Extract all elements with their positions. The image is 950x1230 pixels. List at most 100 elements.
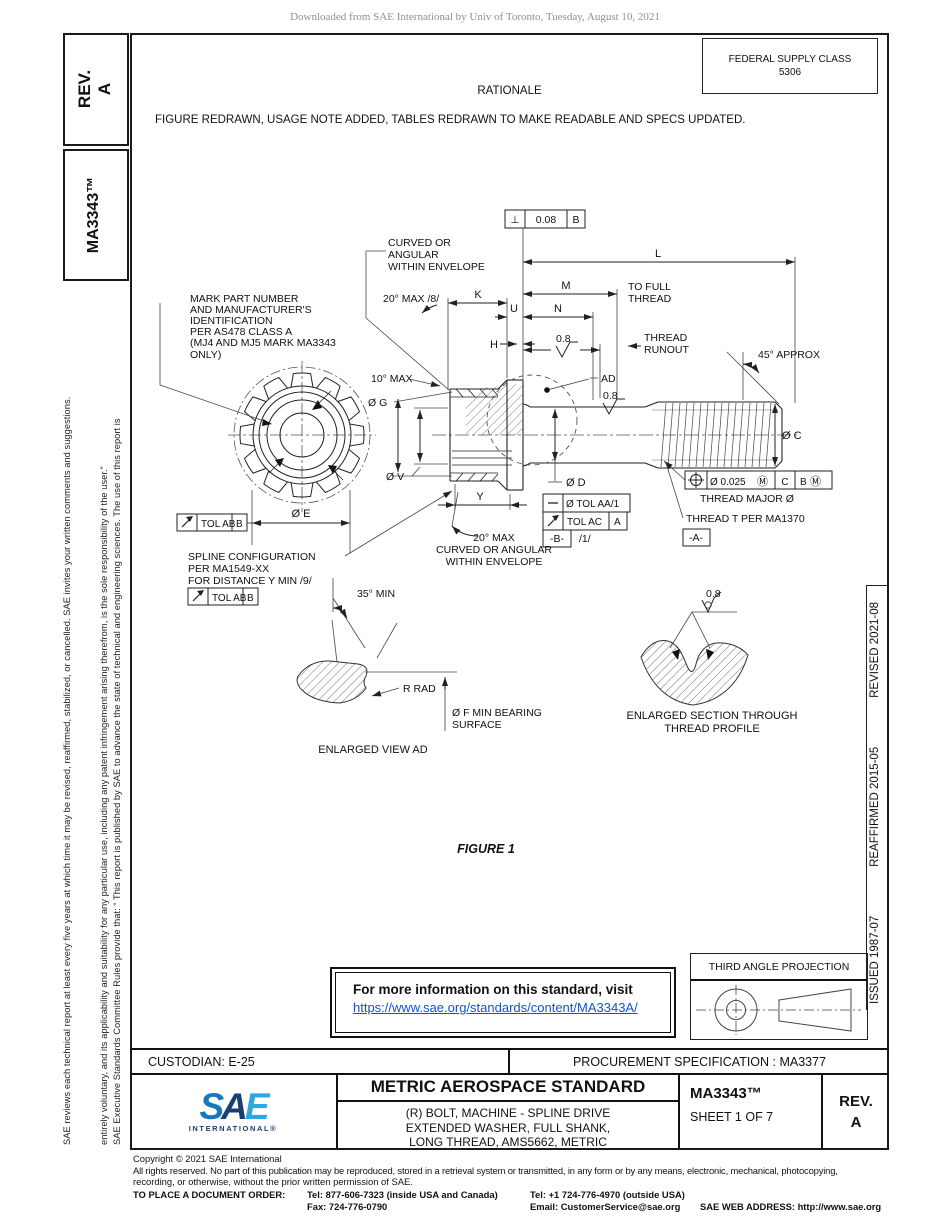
label-20max-8: 20° MAX /8/ bbox=[383, 293, 439, 305]
rights-line1: All rights reserved. No part of this pub… bbox=[133, 1164, 838, 1176]
bolt-side-view bbox=[432, 374, 800, 491]
copyright-line: Copyright © 2021 SAE International bbox=[133, 1153, 282, 1164]
fcf-position bbox=[663, 460, 833, 490]
fcf-pos-d1: C bbox=[781, 477, 788, 488]
logo-letter-s: S bbox=[199, 1086, 224, 1127]
doc-title-line1: (R) BOLT, MACHINE - SPLINE DRIVE bbox=[405, 1106, 611, 1120]
label-h: H bbox=[490, 339, 498, 351]
runout-symbol-icon bbox=[197, 590, 204, 596]
datum-a-flag: -A- bbox=[689, 532, 704, 544]
enlarged-thread-profile: 0.8 bbox=[640, 588, 749, 706]
sae-logo: SAE bbox=[199, 1088, 269, 1125]
label-n: N bbox=[554, 303, 562, 315]
logo-letter-a: A bbox=[221, 1086, 248, 1127]
label-mark-2: AND MANUFACTURER'S bbox=[190, 304, 312, 316]
standard-link[interactable]: https://www.sae.org/standards/content/MA… bbox=[353, 1000, 638, 1015]
rev-value: A bbox=[95, 82, 114, 96]
title-doc-number: MA3343™ bbox=[690, 1085, 762, 1102]
label-spline-2: PER MA1549-XX bbox=[188, 563, 269, 575]
label-u: U bbox=[510, 303, 518, 315]
fcf-pos-d2: B bbox=[800, 477, 807, 488]
spline-configuration-note: SPLINE CONFIGURATION PER MA1549-XX FOR D… bbox=[188, 490, 453, 587]
label-spline-3: FOR DISTANCE Y MIN /9/ bbox=[188, 575, 312, 587]
ad-callout: AD 0.8 bbox=[544, 373, 625, 416]
fcf-runout-ac-datum: A bbox=[614, 517, 621, 528]
fcf-runout-ab2-datum: B bbox=[247, 593, 254, 604]
projection-box: THIRD ANGLE PROJECTION bbox=[690, 953, 868, 1040]
label-dia-f-2: SURFACE bbox=[452, 719, 502, 731]
chamfer-callout bbox=[726, 351, 780, 405]
label-tofull-2: THREAD bbox=[628, 293, 672, 305]
label-mark-6: ONLY) bbox=[190, 349, 221, 361]
label-r-rad: R RAD bbox=[403, 683, 436, 695]
note-1: /1/ bbox=[579, 533, 591, 545]
doc-number-vertical: MA3343™ bbox=[85, 176, 102, 254]
head-section-hatch bbox=[466, 383, 523, 435]
label-k: K bbox=[474, 289, 482, 301]
rights-line2: recording, or otherwise, without the pri… bbox=[133, 1176, 413, 1187]
fcf-perp-tol: 0.08 bbox=[536, 214, 557, 226]
datum-b-flag: -B- bbox=[550, 533, 565, 545]
label-y: Y bbox=[476, 491, 484, 503]
figure-caption: FIGURE 1 bbox=[457, 842, 515, 856]
label-thread-t: THREAD T PER MA1370 bbox=[686, 513, 805, 525]
label-10max: 10° MAX bbox=[371, 373, 413, 385]
figure-1-drawing: MARK PART NUMBER AND MANUFACTURER'S IDEN… bbox=[159, 209, 833, 856]
doc-title-line3: LONG THREAD, AMS5662, METRIC bbox=[409, 1135, 607, 1149]
fcf-pos-mod: Ⓜ bbox=[757, 475, 768, 488]
tel-outside: Tel: +1 724-776-4970 (outside USA) bbox=[530, 1189, 685, 1200]
runout-symbol-icon bbox=[186, 516, 193, 522]
label-m: M bbox=[561, 280, 570, 292]
order-label: TO PLACE A DOCUMENT ORDER: bbox=[133, 1189, 286, 1200]
info-box: For more information on this standard, v… bbox=[330, 967, 676, 1038]
fcf-runout-ab1-tol: TOL AB bbox=[201, 519, 236, 530]
label-20maxb-3: WITHIN ENVELOPE bbox=[446, 556, 543, 568]
surface-finish-1: 0.8 bbox=[555, 333, 578, 359]
footer: Copyright © 2021 SAE International All r… bbox=[133, 1153, 893, 1223]
dia-e-dimension bbox=[247, 490, 351, 553]
rev-box-label: REV. A bbox=[75, 46, 115, 132]
label-mark-3: IDENTIFICATION bbox=[190, 315, 273, 327]
dia-v-dimension bbox=[411, 407, 448, 477]
curved-envelope-bottom: 20° MAX CURVED OR ANGULAR WITHIN ENVELOP… bbox=[436, 491, 552, 568]
fcf-perp-symbol: ⊥ bbox=[510, 214, 519, 226]
label-mark-1: MARK PART NUMBER bbox=[190, 293, 299, 305]
sheet-number: SHEET 1 OF 7 bbox=[690, 1110, 774, 1124]
label-runout-2: RUNOUT bbox=[644, 344, 689, 356]
revision-strip-top-tick bbox=[866, 585, 889, 586]
enlarged-view-ad bbox=[296, 578, 457, 731]
label-curved-1: CURVED OR bbox=[388, 237, 451, 249]
runout-symbol-icon bbox=[552, 515, 559, 521]
fcf-pos-tol: Ø 0.025 bbox=[710, 477, 746, 488]
sheet-frame bbox=[130, 33, 889, 1150]
logo-letter-e: E bbox=[244, 1086, 270, 1127]
label-mark-5: (MJ4 AND MJ5 MARK MA3343 bbox=[190, 337, 336, 349]
flank-arrow-left bbox=[672, 649, 680, 660]
email: Email: CustomerService@sae.org bbox=[530, 1201, 681, 1212]
mark-part-number-note: MARK PART NUMBER AND MANUFACTURER'S IDEN… bbox=[159, 293, 336, 422]
federal-supply-class-box: FEDERAL SUPPLY CLASS 5306 bbox=[702, 38, 878, 94]
caption-thread-profile-1: ENLARGED SECTION THROUGH bbox=[627, 710, 798, 722]
rationale-title: RATIONALE bbox=[477, 85, 542, 97]
label-spline-1: SPLINE CONFIGURATION bbox=[188, 551, 316, 563]
surface-finish-icon bbox=[555, 341, 578, 359]
finish-value-3: 0.8 bbox=[706, 588, 721, 600]
fax: Fax: 724-776-0790 bbox=[307, 1201, 388, 1212]
title-block-row-2: SAE INTERNATIONAL® METRIC AEROSPACE STAN… bbox=[130, 1075, 889, 1149]
doc-number-cell: MA3343™ SHEET 1 OF 7 bbox=[680, 1075, 823, 1148]
y-dimension bbox=[438, 484, 527, 510]
fcf-runout-ab2-tol: TOL AB bbox=[212, 593, 247, 604]
revision-strip-line bbox=[866, 585, 867, 1010]
fsc-value: 5306 bbox=[778, 67, 802, 78]
procurement-cell: PROCUREMENT SPECIFICATION : MA3377 bbox=[572, 1054, 827, 1069]
marking-arrow-2 bbox=[262, 419, 272, 426]
fsc-label: FEDERAL SUPPLY CLASS bbox=[728, 54, 852, 65]
label-runout-1: THREAD bbox=[644, 332, 688, 344]
legal-text-line2: entirely voluntary, and its applicabilit… bbox=[99, 466, 109, 1145]
label-20maxb-1: 20° MAX bbox=[473, 532, 515, 544]
custodian-cell: CUSTODIAN: E-25 bbox=[130, 1050, 510, 1073]
label-curved-2: ANGULAR bbox=[388, 249, 439, 261]
doc-number-box bbox=[63, 149, 129, 281]
fcf-pos-d2mod: Ⓜ bbox=[810, 475, 821, 488]
marking-arrow-1 bbox=[312, 400, 322, 410]
